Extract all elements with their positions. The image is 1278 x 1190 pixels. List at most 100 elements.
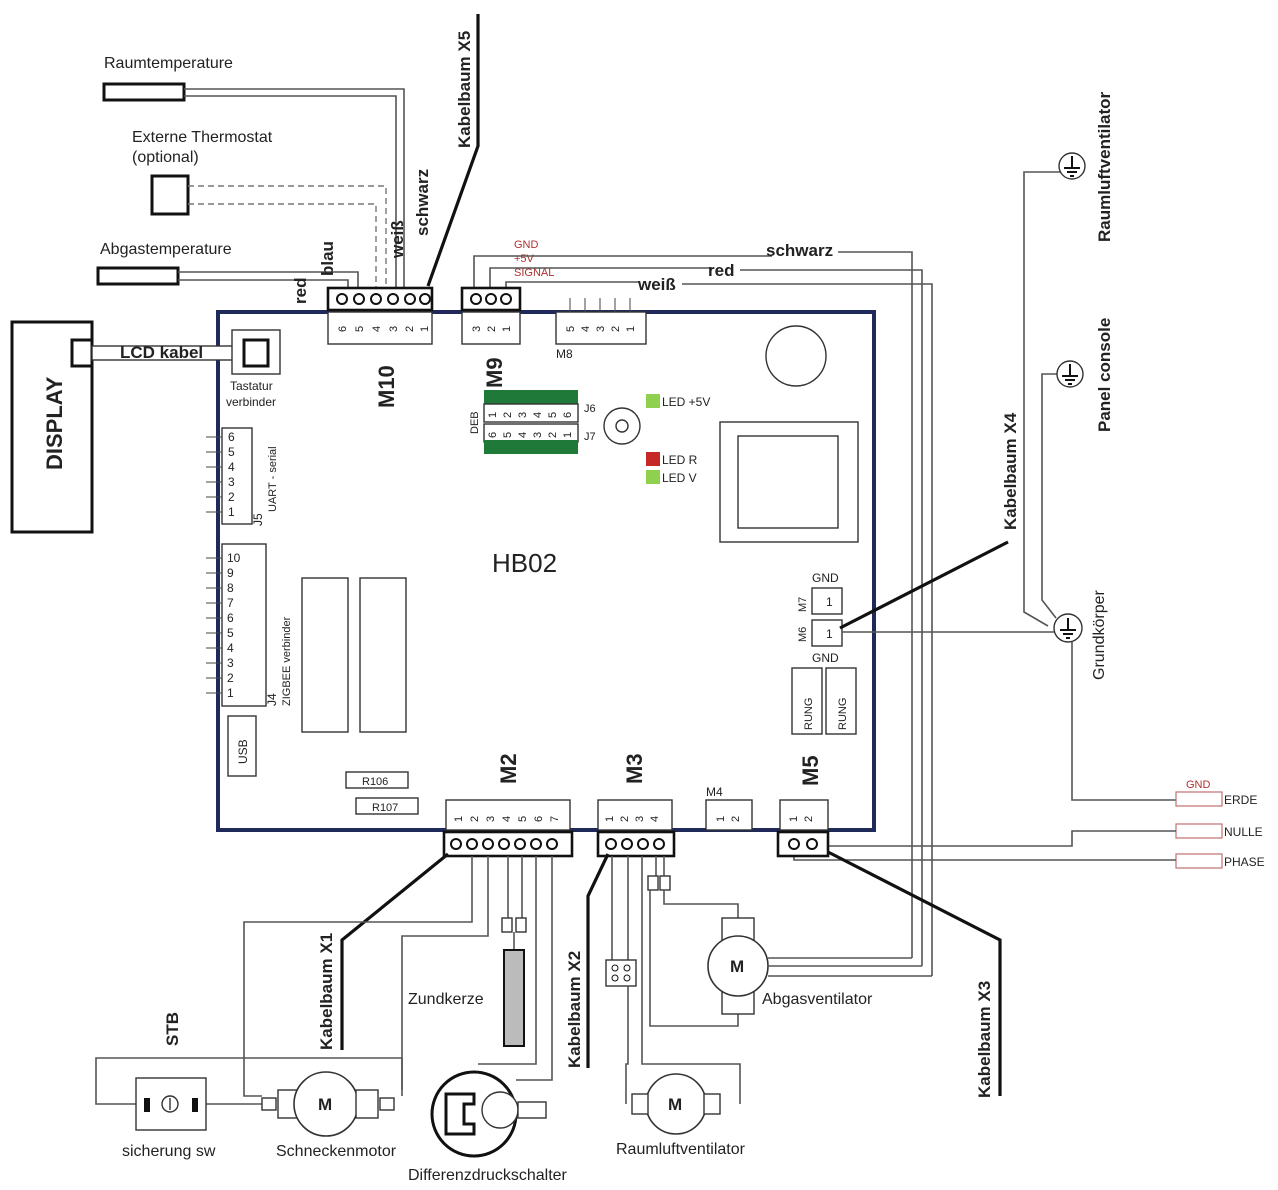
raumtemperature-sensor: [102, 82, 186, 102]
svg-text:4: 4: [649, 816, 661, 822]
abgastemperature-sensor: [96, 266, 180, 286]
svg-text:2: 2: [502, 412, 514, 418]
wire-label-schwarz: schwarz: [413, 169, 432, 236]
m9-pin-numbers: 3 2 1: [471, 326, 513, 332]
svg-text:6: 6: [228, 430, 235, 444]
svg-text:2: 2: [803, 816, 815, 822]
wire-label-schwarz-m9: schwarz: [766, 241, 833, 260]
externe-thermostat-box: [150, 174, 190, 216]
svg-text:3: 3: [388, 326, 400, 332]
m7-gnd-label: GND: [812, 571, 839, 585]
svg-text:2: 2: [610, 326, 622, 332]
svg-text:3: 3: [595, 326, 607, 332]
mains-erde-terminal: [1175, 791, 1223, 807]
j6-label: J6: [584, 403, 596, 415]
capacitor-small: [605, 959, 637, 987]
zigbee-verbinder-label: ZIGBEE verbinder: [281, 616, 293, 706]
harness-x4-label: Kabelbaum X4: [1001, 412, 1020, 530]
m8-connector: [555, 311, 647, 345]
r107-label: R107: [372, 802, 398, 814]
svg-text:4: 4: [227, 641, 234, 655]
rung-block-2: [825, 667, 857, 735]
svg-text:2: 2: [486, 326, 498, 332]
svg-text:1: 1: [604, 816, 616, 822]
svg-text:5: 5: [227, 626, 234, 640]
uart-serial-label: UART - serial: [267, 446, 279, 512]
svg-text:1: 1: [826, 595, 833, 609]
svg-text:1: 1: [625, 326, 637, 332]
m8-label: M8: [556, 347, 573, 361]
chip-1: [301, 577, 349, 733]
m5-terminal: [776, 830, 830, 858]
m4-connector: [705, 799, 753, 831]
svg-text:1: 1: [228, 505, 235, 519]
zundkerze: [503, 949, 525, 1047]
m2-pin-numbers: 1 2 3 4 5 6 7: [453, 816, 561, 822]
j4-pin-lines: [206, 557, 222, 694]
m6-connector: [811, 619, 843, 647]
harness-x2-label: Kabelbaum X2: [565, 951, 584, 1068]
j7-jumper: [484, 440, 578, 454]
j5-pin-lines: [206, 436, 222, 513]
mains-nulle-terminal: [1175, 823, 1223, 839]
svg-text:5: 5: [354, 326, 366, 332]
svg-text:3: 3: [227, 656, 234, 670]
led-5v: [646, 394, 660, 408]
svg-text:4: 4: [371, 326, 383, 332]
abgasventilator-label: Abgasventilator: [762, 991, 873, 1008]
svg-text:2: 2: [547, 432, 559, 438]
wire-label-weiss: weiß: [388, 220, 407, 259]
svg-text:8: 8: [227, 581, 234, 595]
svg-text:2: 2: [730, 816, 742, 822]
panel-console-label: Panel console: [1095, 318, 1114, 432]
j5-label: J5: [251, 513, 265, 526]
svg-text:4: 4: [532, 412, 544, 418]
svg-text:5: 5: [228, 445, 235, 459]
svg-text:3: 3: [485, 816, 497, 822]
svg-text:2: 2: [228, 490, 235, 504]
capacitor: [765, 325, 827, 387]
svg-text:2: 2: [619, 816, 631, 822]
lcd-cable-label: LCD kabel: [120, 343, 203, 362]
svg-text:3: 3: [517, 412, 529, 418]
verbinder-label: verbinder: [226, 395, 276, 409]
led-r-label: LED R: [662, 453, 698, 467]
mains-phase-terminal: [1175, 853, 1223, 869]
phase-label: PHASE: [1224, 855, 1265, 869]
j7-label: J7: [584, 431, 596, 443]
svg-text:6: 6: [533, 816, 545, 822]
svg-text:4: 4: [580, 326, 592, 332]
sicherung-label: sicherung sw: [122, 1143, 216, 1160]
svg-text:RUNG: RUNG: [837, 698, 849, 730]
harness-x3-label: Kabelbaum X3: [975, 981, 994, 1098]
raumtemperature-label: Raumtemperature: [104, 55, 233, 72]
harness-x1-label: Kabelbaum X1: [317, 933, 336, 1050]
svg-text:6: 6: [337, 326, 349, 332]
grundkoerper-label: Grundkörper: [1091, 590, 1108, 680]
j4-zigbee-header: [221, 543, 267, 707]
nulle-label: NULLE: [1224, 825, 1263, 839]
svg-text:1: 1: [826, 627, 833, 641]
display-label: DISPLAY: [42, 376, 67, 470]
svg-text:6: 6: [562, 412, 574, 418]
svg-text:1: 1: [453, 816, 465, 822]
m6-label: M6: [797, 627, 809, 642]
harness-x5-label: Kabelbaum X5: [455, 31, 474, 148]
svg-text:2: 2: [404, 326, 416, 332]
m4-label: M4: [706, 785, 723, 799]
led-r: [646, 452, 660, 466]
svg-text:7: 7: [227, 596, 234, 610]
wire-label-red: red: [291, 278, 310, 304]
m6-gnd-label: GND: [812, 651, 839, 665]
svg-text:RUNG: RUNG: [803, 698, 815, 730]
differenzdruckschalter-label: Differenzdruckschalter: [408, 1167, 568, 1184]
svg-text:1: 1: [227, 686, 234, 700]
svg-text:6: 6: [227, 611, 234, 625]
m7-connector: [811, 587, 843, 615]
m5-label: M5: [798, 755, 823, 786]
svg-text:1: 1: [501, 326, 513, 332]
m9-5v-label: +5V: [514, 253, 535, 265]
svg-text:3: 3: [471, 326, 483, 332]
erde-label: ERDE: [1224, 793, 1257, 807]
svg-text:M: M: [668, 1095, 682, 1114]
